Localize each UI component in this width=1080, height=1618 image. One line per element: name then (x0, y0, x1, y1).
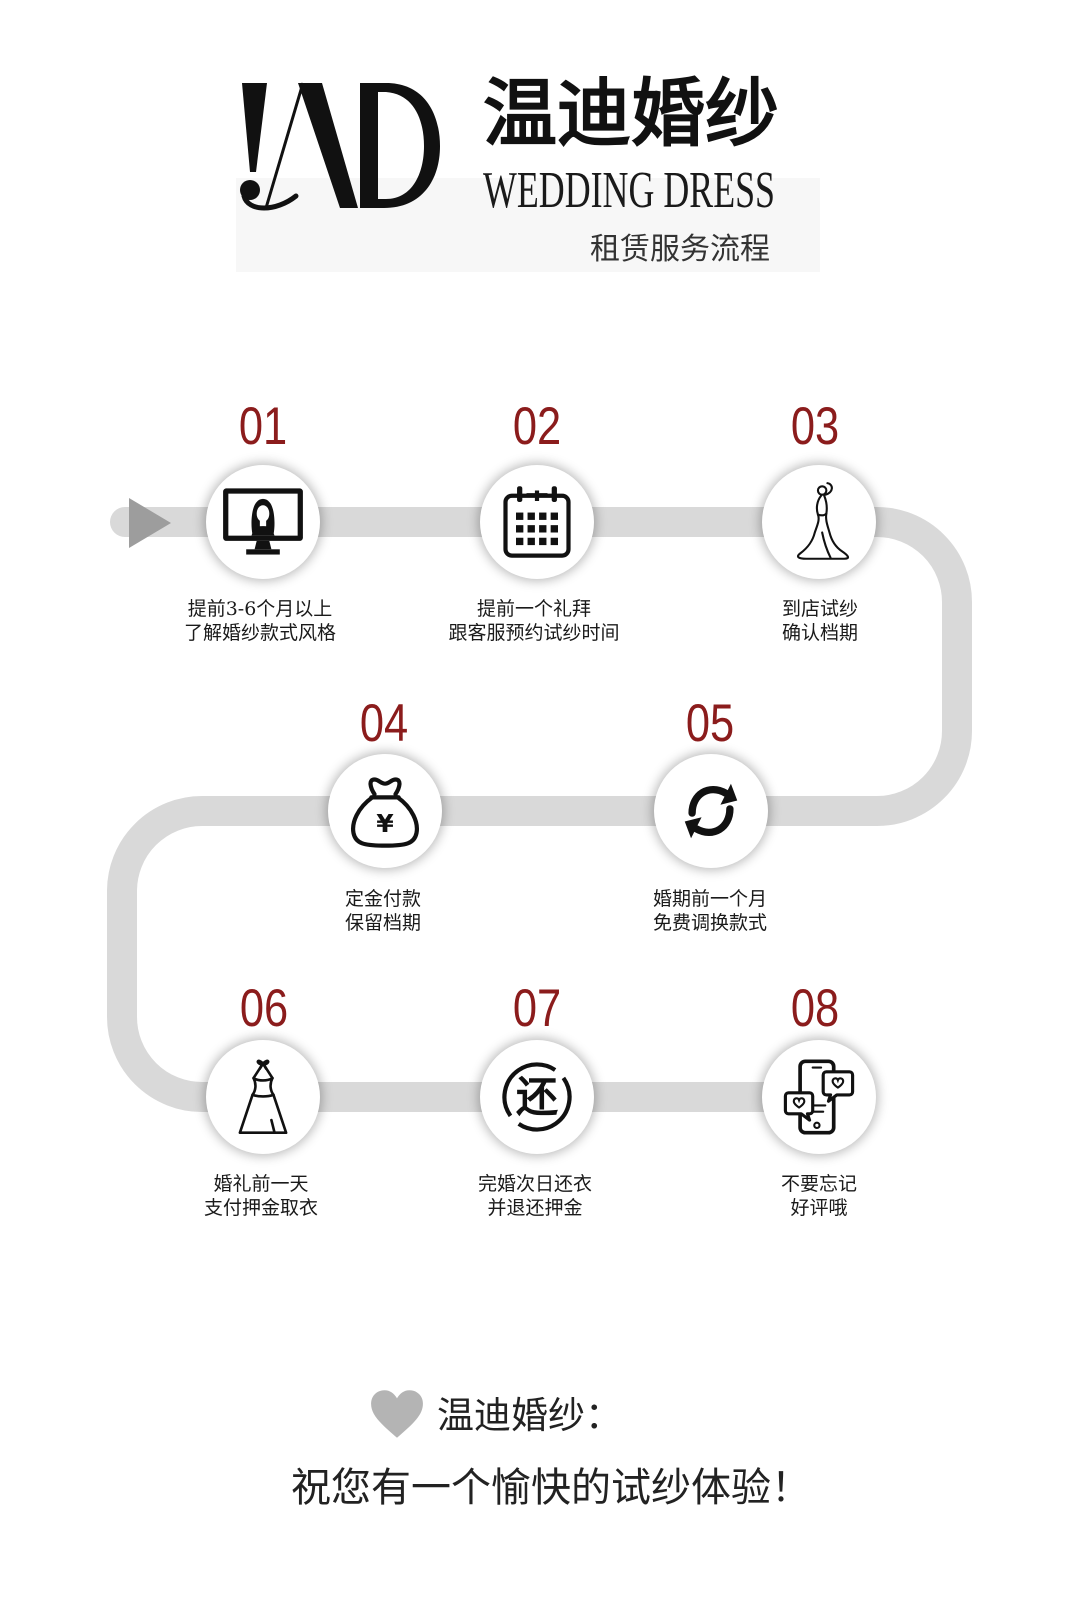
footer-message: 祝您有一个愉快的试纱体验！ (291, 1465, 811, 1511)
swap-arrows-icon (684, 783, 738, 839)
step-circle (206, 465, 320, 579)
track-path (107, 507, 972, 1112)
heart-small-icon (831, 1077, 845, 1089)
step-number: 05 (685, 694, 735, 753)
header-backdrop (236, 178, 820, 272)
step-number: 06 (239, 979, 289, 1038)
step-caption: 婚礼前一天 支付押金取衣 (131, 1172, 391, 1220)
page-subtitle: 租赁服务流程 (590, 232, 770, 267)
step-circle (654, 754, 768, 868)
step-circle: ¥ (328, 754, 442, 868)
footer-brand: 温迪婚纱： (437, 1394, 622, 1437)
caption-line: 不要忘记 (780, 1173, 857, 1195)
step-circle (206, 1040, 320, 1154)
step-circle (480, 465, 594, 579)
step-caption: 提前一个礼拜 跟客服预约试纱时间 (404, 597, 664, 645)
caption-line: 支付押金取衣 (203, 1197, 318, 1219)
brand-name-en: WEDDING DRESS (483, 162, 776, 219)
step-caption: 定金付款 保留档期 (253, 887, 513, 935)
phone-review-icon (783, 1059, 855, 1135)
caption-line: 婚期前一个月 (652, 888, 767, 910)
step-circle (762, 1040, 876, 1154)
calendar-icon (503, 486, 571, 558)
return-char: 还 (516, 1073, 559, 1122)
step-circle (762, 465, 876, 579)
caption-line: 完婚次日还衣 (477, 1173, 592, 1195)
caption-line: 定金付款 (344, 888, 421, 910)
play-arrow-icon (129, 498, 171, 548)
brand-name-cn: 温迪婚纱 (483, 71, 779, 157)
step-number: 03 (790, 397, 840, 456)
step-caption: 到店试纱 确认档期 (690, 597, 950, 645)
caption-line: 保留档期 (344, 912, 421, 934)
caption-line: 了解婚纱款式风格 (183, 622, 336, 644)
step-number: 01 (238, 397, 288, 456)
caption-line: 免费调换款式 (652, 912, 767, 934)
caption-line: 婚礼前一天 (213, 1173, 309, 1195)
caption-line: 到店试纱 (781, 598, 858, 620)
caption-line: 确认档期 (781, 622, 858, 644)
step-number: 02 (512, 397, 562, 456)
heart-small-icon (792, 1097, 806, 1109)
currency-symbol: ¥ (376, 809, 394, 838)
caption-line: 好评哦 (790, 1197, 848, 1219)
step-number: 08 (790, 979, 840, 1038)
caption-line: 提前3-6个月以上 (187, 598, 333, 620)
caption-line: 并退还押金 (487, 1197, 583, 1219)
step-caption: 不要忘记 好评哦 (689, 1172, 949, 1220)
step-caption: 提前3-6个月以上 了解婚纱款式风格 (130, 597, 390, 645)
step-caption: 完婚次日还衣 并退还押金 (405, 1172, 665, 1220)
heart-icon (371, 1390, 423, 1438)
caption-line: 跟客服预约试纱时间 (448, 622, 620, 644)
monitor-woman-icon (223, 488, 303, 555)
step-circle: 还 (480, 1040, 594, 1154)
return-stamp-icon: 还 (502, 1062, 572, 1132)
wd-logo (240, 82, 440, 211)
step-caption: 婚期前一个月 免费调换款式 (580, 887, 840, 935)
step-number: 07 (512, 979, 562, 1038)
caption-line: 提前一个礼拜 (476, 598, 591, 620)
bride-silhouette-icon (796, 482, 850, 560)
money-bag-icon: ¥ (351, 777, 419, 848)
step-number: 04 (359, 694, 409, 753)
dress-icon (238, 1059, 288, 1135)
